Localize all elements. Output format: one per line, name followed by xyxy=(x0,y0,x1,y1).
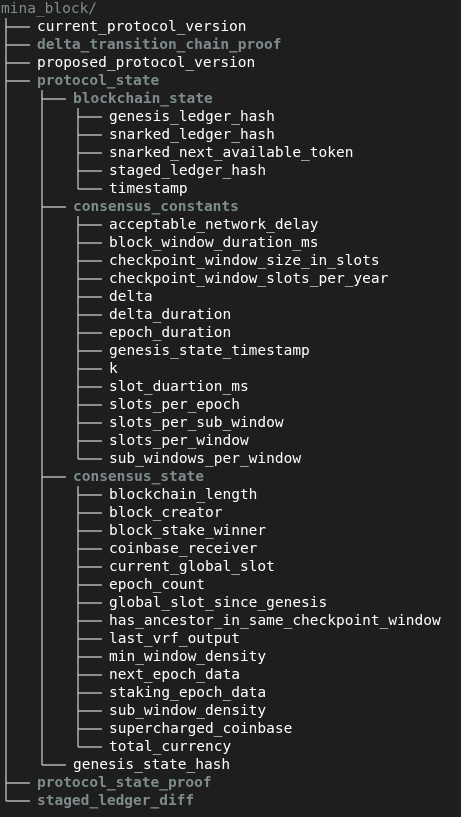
tree-file-item[interactable]: global_slot_since_genesis xyxy=(109,595,328,611)
tree-folder-item[interactable]: consensus_constants xyxy=(73,199,239,215)
tree-file-item[interactable]: checkpoint_window_size_in_slots xyxy=(109,253,380,269)
tree-folder-item[interactable]: delta_transition_chain_proof xyxy=(37,37,282,53)
tree-file-item[interactable]: staged_ledger_hash xyxy=(109,163,267,179)
tree-file-item[interactable]: has_ancestor_in_same_checkpoint_window xyxy=(109,613,441,629)
tree-folder-item[interactable]: staged_ledger_diff xyxy=(37,793,195,809)
tree-file-item[interactable]: block_window_duration_ms xyxy=(109,235,319,251)
tree-file-item[interactable]: slot_duartion_ms xyxy=(109,379,249,395)
tree-file-item[interactable]: next_epoch_data xyxy=(109,667,240,683)
tree-file-item[interactable]: checkpoint_window_slots_per_year xyxy=(109,271,389,287)
tree-file-item[interactable]: delta xyxy=(109,289,153,305)
tree-file-item[interactable]: snarked_ledger_hash xyxy=(109,127,275,143)
tree-file-item[interactable]: proposed_protocol_version xyxy=(37,55,256,71)
tree-folder-item[interactable]: blockchain_state xyxy=(73,91,213,107)
tree-file-item[interactable]: epoch_count xyxy=(109,577,206,593)
tree-file-item[interactable]: genesis_state_timestamp xyxy=(109,343,310,359)
tree-file-item[interactable]: timestamp xyxy=(109,181,188,197)
tree-file-item[interactable]: sub_windows_per_window xyxy=(109,451,302,467)
tree-file-item[interactable]: blockchain_length xyxy=(109,487,258,503)
tree-file-item[interactable]: delta_duration xyxy=(109,307,232,323)
tree-file-item[interactable]: min_window_density xyxy=(109,649,267,665)
tree-file-item[interactable]: current_protocol_version xyxy=(37,19,247,35)
tree-file-item[interactable]: k xyxy=(109,361,118,377)
tree-folder-item[interactable]: consensus_state xyxy=(73,469,204,485)
tree-folder-item[interactable]: protocol_state xyxy=(37,73,160,89)
tree-file-item[interactable]: sub_window_density xyxy=(109,703,267,719)
tree-file-item[interactable]: block_creator xyxy=(109,505,223,521)
tree-root-label[interactable]: mina_block/ xyxy=(1,1,98,17)
tree-file-item[interactable]: supercharged_coinbase xyxy=(109,721,293,737)
tree-file-item[interactable]: snarked_next_available_token xyxy=(109,145,354,161)
tree-file-item[interactable]: slots_per_window xyxy=(109,433,249,449)
tree-file-item[interactable]: block_stake_winner xyxy=(109,523,267,539)
tree-file-item[interactable]: acceptable_network_delay xyxy=(109,217,319,233)
tree-file-item[interactable]: total_currency xyxy=(109,739,232,755)
tree-file-item[interactable]: staking_epoch_data xyxy=(109,685,267,701)
tree-file-item[interactable]: current_global_slot xyxy=(109,559,275,575)
tree-file-item[interactable]: genesis_state_hash xyxy=(73,757,231,773)
tree-folder-item[interactable]: protocol_state_proof xyxy=(37,775,212,791)
tree-file-item[interactable]: epoch_duration xyxy=(109,325,232,341)
tree-file-item[interactable]: slots_per_sub_window xyxy=(109,415,284,431)
tree-file-item[interactable]: slots_per_epoch xyxy=(109,397,240,413)
tree-file-item[interactable]: last_vrf_output xyxy=(109,631,240,647)
tree-file-item[interactable]: coinbase_receiver xyxy=(109,541,258,557)
tree-file-item[interactable]: genesis_ledger_hash xyxy=(109,109,275,125)
